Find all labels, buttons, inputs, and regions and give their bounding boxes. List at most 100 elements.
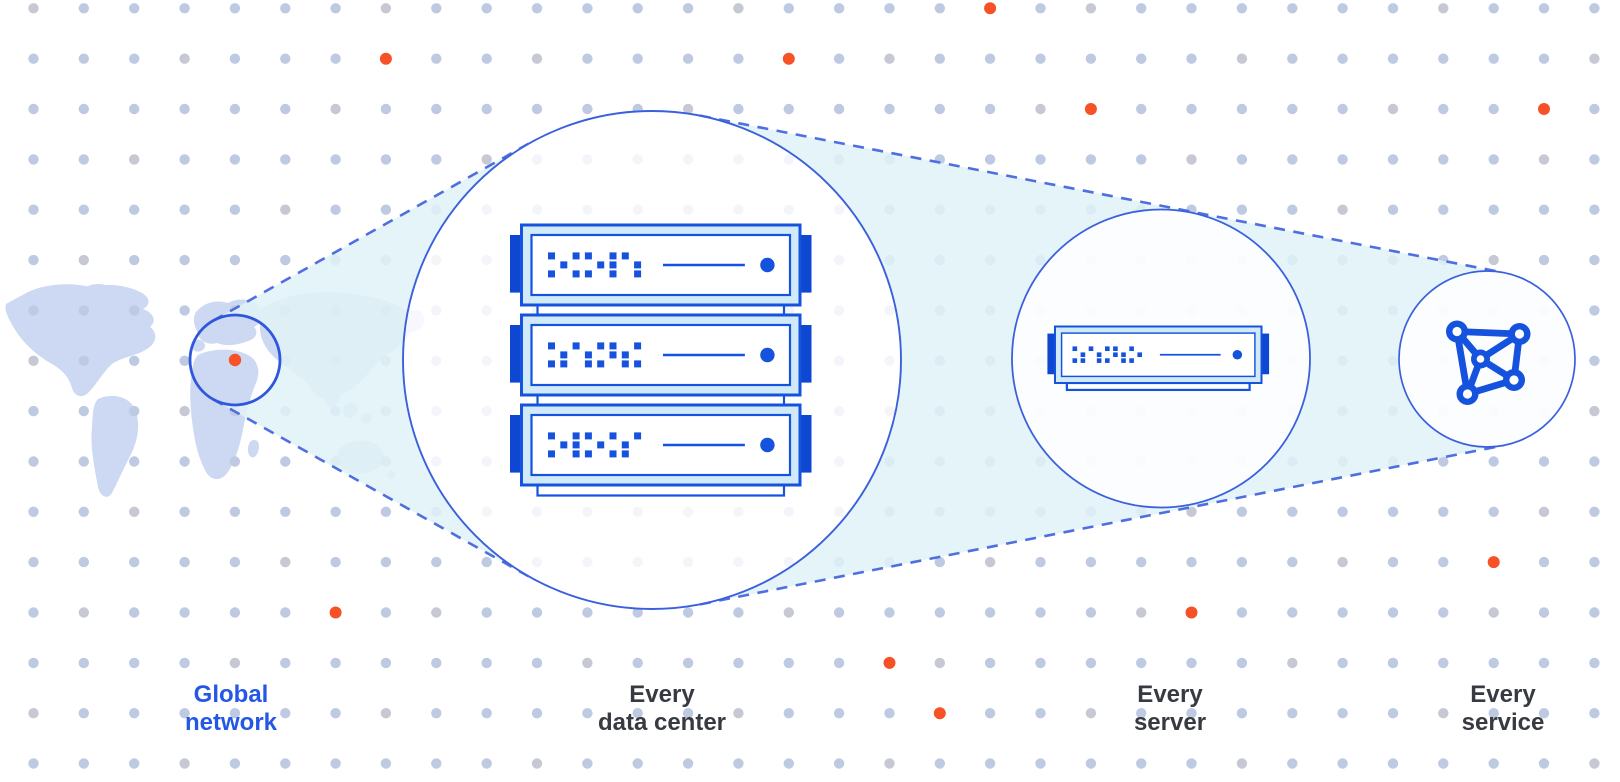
vent-dot bbox=[572, 270, 580, 278]
network-node-center bbox=[1514, 329, 1525, 339]
grid-dot bbox=[431, 556, 442, 568]
server-faceplate bbox=[1060, 332, 1256, 378]
grid-dot bbox=[229, 254, 241, 266]
grid-dot bbox=[1035, 657, 1046, 669]
grid-dot bbox=[280, 53, 291, 64]
grid-dot bbox=[229, 607, 241, 618]
grid-dot bbox=[1136, 53, 1147, 64]
vent-dot bbox=[634, 342, 642, 350]
grid-dot bbox=[78, 556, 90, 568]
vent-dot bbox=[584, 270, 592, 278]
grid-dot bbox=[1387, 154, 1399, 165]
grid-dot bbox=[129, 556, 140, 568]
grid-dot bbox=[78, 3, 90, 14]
vent-dot bbox=[572, 441, 580, 449]
label-line: Global bbox=[193, 681, 269, 708]
grid-dot bbox=[783, 708, 794, 719]
global-network-circle bbox=[188, 313, 282, 407]
grid-dot bbox=[380, 708, 392, 719]
grid-dot bbox=[1186, 154, 1197, 165]
vent-dot bbox=[609, 450, 617, 458]
grid-dot bbox=[78, 708, 90, 719]
vent-dot bbox=[1096, 352, 1102, 358]
server-faceplate bbox=[530, 413, 792, 477]
grid-dot bbox=[481, 607, 492, 618]
grid-dot bbox=[1085, 758, 1097, 769]
grid-dot bbox=[632, 3, 643, 14]
grid-dot bbox=[1538, 607, 1550, 618]
vent-dot bbox=[584, 450, 592, 458]
grid-dot bbox=[733, 708, 744, 719]
grid-dot bbox=[28, 607, 39, 618]
dash-lower-left bbox=[212, 398, 531, 579]
grid-dot bbox=[1287, 657, 1298, 669]
grid-dot bbox=[1538, 53, 1550, 64]
grid-dot bbox=[1287, 556, 1298, 568]
grid-dot bbox=[884, 103, 895, 115]
grid-dot bbox=[1186, 657, 1197, 669]
grid-dot bbox=[1438, 657, 1449, 669]
grid-dot bbox=[1236, 204, 1248, 215]
server-faceplate bbox=[530, 323, 792, 387]
grid-dot bbox=[682, 758, 694, 769]
grid-dot bbox=[1589, 53, 1600, 64]
grid-dot bbox=[129, 103, 140, 115]
grid-dot bbox=[330, 556, 341, 568]
grid-dot bbox=[733, 657, 744, 669]
grid-dot bbox=[1538, 506, 1550, 517]
grid-dot bbox=[682, 103, 694, 115]
grid-dot bbox=[1236, 154, 1248, 165]
grid-dot bbox=[380, 154, 392, 165]
server-ear-right bbox=[800, 235, 812, 293]
grid-dot bbox=[1538, 204, 1550, 215]
grid-dot bbox=[1287, 758, 1298, 769]
grid-dot bbox=[330, 758, 341, 769]
grid-dot bbox=[179, 708, 190, 719]
vent-dot bbox=[1072, 346, 1078, 352]
grid-dot bbox=[1589, 204, 1600, 215]
grid-dot bbox=[1337, 506, 1348, 517]
grid-dot bbox=[1488, 154, 1499, 165]
grid-dot bbox=[431, 758, 442, 769]
grid-dot bbox=[28, 456, 39, 467]
grid-dot bbox=[1136, 103, 1147, 115]
vent-dot bbox=[1137, 352, 1143, 358]
grid-dot bbox=[682, 3, 694, 14]
grid-dot bbox=[1538, 254, 1550, 266]
server-led-dot bbox=[760, 257, 775, 273]
rack-server-unit bbox=[510, 403, 812, 497]
grid-dot bbox=[783, 607, 794, 618]
grid-dot bbox=[229, 456, 241, 467]
grid-dot bbox=[934, 657, 945, 669]
grid-dot bbox=[129, 254, 140, 266]
grid-dot bbox=[28, 708, 39, 719]
grid-dot bbox=[129, 405, 140, 417]
grid-dot bbox=[582, 53, 593, 64]
grid-dot bbox=[380, 506, 392, 517]
label-every-data-center: Every data center bbox=[598, 681, 726, 737]
grid-dot bbox=[280, 254, 291, 266]
grid-dot bbox=[129, 3, 140, 14]
grid-dot bbox=[78, 456, 90, 467]
grid-dot bbox=[229, 657, 241, 669]
grid-dot bbox=[28, 53, 39, 64]
grid-dot bbox=[280, 3, 291, 14]
network-node-center bbox=[1476, 355, 1485, 363]
server-faceplate bbox=[530, 233, 792, 297]
vent-dot bbox=[609, 342, 617, 350]
grid-dot bbox=[1287, 103, 1298, 115]
grid-dot bbox=[1186, 3, 1197, 14]
grid-dot bbox=[1035, 708, 1046, 719]
vent-dot bbox=[584, 432, 592, 440]
grid-dot bbox=[129, 355, 140, 366]
grid-dot bbox=[229, 3, 241, 14]
server-led-dot bbox=[760, 347, 775, 363]
grid-dot bbox=[1136, 3, 1147, 14]
server-ear-right bbox=[1261, 333, 1270, 375]
grid-dot bbox=[179, 355, 190, 366]
map-africa bbox=[190, 349, 259, 480]
grid-dot bbox=[1236, 53, 1248, 64]
grid-dot bbox=[833, 3, 845, 14]
grid-dot bbox=[280, 758, 291, 769]
label-line: service bbox=[1461, 709, 1545, 736]
